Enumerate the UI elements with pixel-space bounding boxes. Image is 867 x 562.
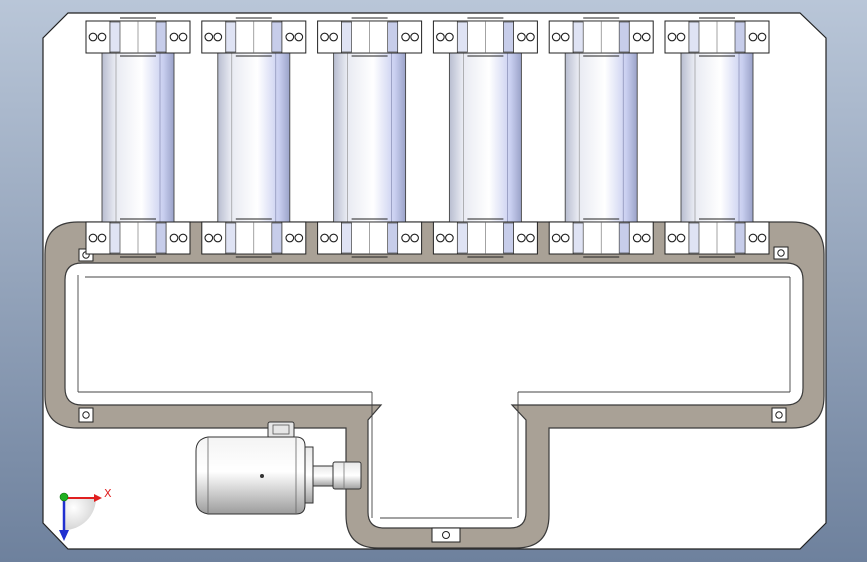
bolt-hole [401,32,410,42]
bolt-hole [757,233,767,243]
bolt-hole [204,233,214,243]
bolt-hole [329,32,338,42]
frame-inner-cavity [64,262,804,529]
frame-mount-hole [78,407,94,423]
frame-mount-hole [773,246,789,260]
bolt-hole [517,32,526,42]
conveyor-roller[interactable] [85,17,191,258]
roller-tube[interactable] [333,52,407,223]
triad-x-label: X [104,487,112,500]
bearing-block[interactable] [317,218,423,258]
bolt-hole [436,233,445,243]
frame-mount-hole [431,527,461,543]
bearing-block[interactable] [664,218,770,258]
bolt-hole [526,32,535,42]
motor-shaft[interactable] [312,465,334,487]
bolt-hole [641,32,651,42]
bearing-block[interactable] [432,17,538,57]
bolt-hole [88,233,98,243]
bearing-block[interactable] [201,17,307,57]
bolt-hole [410,233,419,243]
bolt-hole [748,233,758,243]
bolt-hole [320,32,329,42]
frame-mount-hole [771,407,787,423]
bearing-block[interactable] [201,218,307,258]
roller-tube[interactable] [101,52,175,223]
roller-tube[interactable] [680,52,754,223]
shaft-coupling[interactable] [332,461,362,490]
bolt-hole [204,32,214,42]
motor-junction-box[interactable] [267,421,295,439]
bolt-hole [632,32,642,42]
conveyor-roller[interactable] [432,17,538,258]
coordinate-triad-icon: X [59,487,112,541]
bolt-hole [97,32,107,42]
electric-motor[interactable] [195,421,362,515]
bolt-hole [436,32,445,42]
bearing-block[interactable] [548,17,654,57]
bearing-block[interactable] [85,218,191,258]
bolt-hole [169,32,179,42]
bolt-hole [676,32,686,42]
bolt-hole [97,233,107,243]
bolt-hole [285,32,295,42]
conveyor-roller[interactable] [201,17,307,258]
bolt-hole [320,233,329,243]
bolt-hole [517,233,526,243]
bolt-hole [213,233,223,243]
bolt-hole [88,32,98,42]
bolt-hole [667,32,677,42]
bolt-hole [641,233,651,243]
bolt-hole [294,32,304,42]
roller-tube[interactable] [448,52,522,223]
bolt-hole [560,233,570,243]
bolt-hole [285,233,295,243]
bolt-hole [551,233,561,243]
bolt-hole [329,233,338,243]
bolt-hole [526,233,535,243]
conveyor-roller[interactable] [548,17,654,258]
bolt-hole [213,32,223,42]
conveyor-roller[interactable] [664,17,770,258]
bolt-hole [178,233,188,243]
bearing-block[interactable] [85,17,191,57]
bolt-hole [445,32,454,42]
bolt-hole [169,233,179,243]
motor-flange [304,446,314,504]
bolt-hole [560,32,570,42]
roller-tube[interactable] [217,52,291,223]
roller-tube[interactable] [564,52,638,223]
bearing-block[interactable] [432,218,538,258]
bolt-hole [632,233,642,243]
bolt-hole [667,233,677,243]
conveyor-roller[interactable] [317,17,423,258]
bolt-hole [401,233,410,243]
bearing-block[interactable] [664,17,770,57]
motor-body[interactable] [195,436,306,515]
bolt-hole [445,233,454,243]
bolt-hole [748,32,758,42]
bolt-hole [178,32,188,42]
frame-inner-edge [77,275,791,519]
bolt-hole [676,233,686,243]
roller-array[interactable] [85,17,770,258]
bolt-hole [410,32,419,42]
bearing-block[interactable] [317,17,423,57]
bolt-hole [757,32,767,42]
bolt-hole [551,32,561,42]
bolt-hole [294,233,304,243]
bearing-block[interactable] [548,218,654,258]
